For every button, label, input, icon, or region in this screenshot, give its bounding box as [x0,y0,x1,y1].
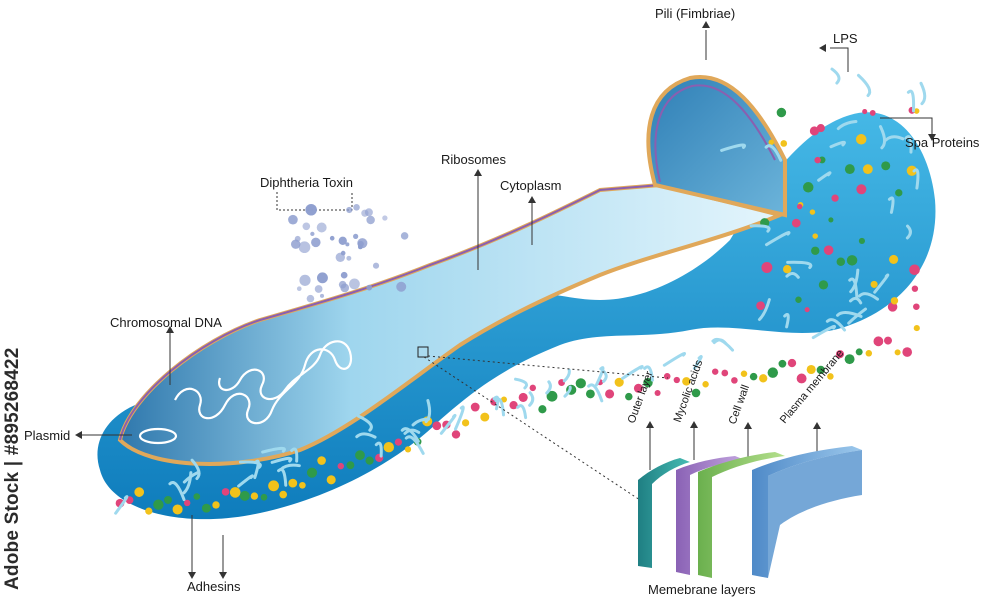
surface-proteins [115,106,920,515]
label-pili: Pili (Fimbriae) [655,6,736,21]
label-chromosomal-dna: Chromosomal DNA [110,315,222,330]
dna-coil-icon [174,340,353,425]
label-membrane-layers: Memebrane layers [648,582,756,597]
label-diphtheria-toxin: Diphtheria Toxin [260,175,353,190]
label-lps: LPS [833,31,858,46]
plasmid-icon [138,427,178,445]
cytoplasm-cutaway [117,74,787,466]
label-cytoplasm: Cytoplasm [500,178,562,193]
pilus-hair-icon [114,67,927,515]
toxin-bracket [276,192,353,211]
label-adhesins: Adhesins [187,579,241,594]
label-ribosomes: Ribosomes [441,152,507,167]
arrowheads [75,21,936,579]
membrane-layers-illustration [638,446,862,578]
stock-watermark: Adobe Stock | #895268422 [2,347,23,590]
label-spa-proteins: Spa Proteins [905,135,980,150]
pointer-lines [82,30,933,572]
toxin-particle-icon [288,203,409,303]
label-plasmid: Plasmid [24,428,71,443]
